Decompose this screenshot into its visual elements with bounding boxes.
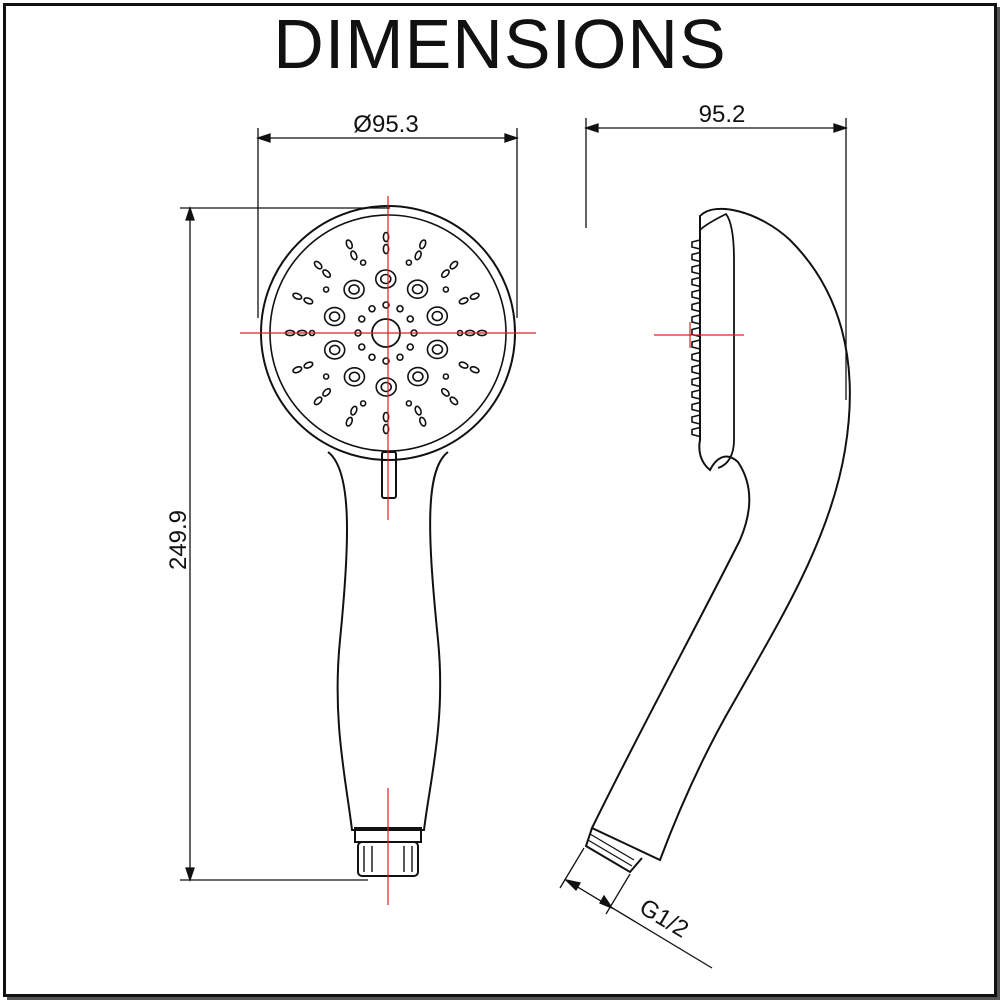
drawing-frame: [3, 3, 997, 997]
side-nozzle: [691, 264, 701, 275]
nozzle-pattern: [284, 231, 488, 435]
side-nozzle: [691, 314, 701, 325]
length-label: 249.9: [165, 510, 192, 570]
side-nozzle: [691, 364, 701, 375]
nozzle: [407, 366, 429, 387]
nozzle: [379, 273, 392, 285]
nozzle: [440, 269, 450, 279]
nozzle: [357, 343, 366, 351]
nozzle: [440, 387, 450, 397]
nozzle: [396, 304, 404, 313]
nozzle: [458, 297, 469, 305]
side-nozzle: [691, 289, 701, 300]
nozzle: [431, 344, 444, 355]
nozzle: [323, 340, 346, 360]
nozzle: [313, 396, 323, 406]
nozzle: [375, 377, 398, 397]
side-nozzle: [691, 276, 701, 288]
side-view: [584, 207, 851, 874]
nozzle: [345, 239, 354, 250]
nozzle: [442, 286, 450, 293]
side-nozzle: [691, 301, 701, 313]
nozzle: [412, 371, 424, 382]
nozzle: [382, 357, 390, 365]
side-nozzle: [691, 426, 701, 438]
depth-dimension: [583, 118, 849, 400]
nozzle: [442, 373, 450, 380]
nozzle: [406, 279, 429, 299]
nozzle: [350, 250, 358, 261]
nozzle: [313, 260, 323, 270]
side-silhouette: [590, 207, 851, 862]
side-thread: [584, 827, 643, 874]
nozzle: [322, 269, 332, 279]
nozzle: [414, 250, 422, 261]
nozzle: [469, 292, 480, 301]
side-nozzle: [691, 401, 701, 413]
nozzle: [343, 367, 366, 387]
nozzle: [405, 259, 413, 266]
nozzle: [343, 279, 365, 300]
nozzle: [406, 315, 415, 323]
nozzle: [418, 416, 427, 427]
nozzle: [350, 405, 358, 416]
nozzle: [431, 310, 444, 322]
thread-hatch: [587, 833, 635, 867]
page-title: DIMENSIONS: [273, 5, 727, 83]
nozzle: [359, 400, 367, 407]
diameter-label: Ø95.3: [353, 111, 418, 138]
nozzle: [396, 353, 404, 362]
nozzle: [348, 284, 360, 295]
nozzle: [418, 239, 427, 250]
nozzle: [292, 292, 303, 301]
nozzle: [374, 269, 397, 289]
nozzle: [359, 259, 367, 266]
side-nozzles: [691, 239, 701, 438]
depth-label: 95.2: [699, 101, 746, 128]
nozzle: [345, 416, 354, 427]
spray-face-edge: [699, 212, 735, 469]
thread-dimension: [559, 847, 713, 969]
side-nozzle: [691, 339, 701, 350]
front-centerlines: [240, 196, 536, 905]
nozzle: [426, 306, 449, 326]
side-nozzle: [691, 251, 701, 263]
nozzle: [368, 353, 376, 362]
nozzle: [328, 311, 341, 322]
nozzle: [382, 301, 390, 309]
nozzle: [303, 361, 314, 369]
side-nozzle: [691, 239, 701, 250]
nozzle: [426, 339, 449, 360]
nozzle: [303, 297, 314, 305]
mode-switch: [381, 451, 397, 499]
nozzle: [414, 405, 422, 416]
nozzle: [405, 400, 413, 407]
side-centerline: [654, 322, 744, 348]
nozzle: [469, 365, 480, 374]
nozzle: [449, 396, 459, 406]
nozzle: [458, 361, 469, 369]
side-nozzle: [691, 414, 701, 425]
nozzle: [292, 365, 303, 374]
nozzle: [322, 286, 330, 293]
side-nozzle: [691, 351, 701, 363]
side-nozzle: [691, 376, 701, 388]
nozzle: [348, 371, 361, 383]
nozzle: [328, 344, 341, 356]
nozzle: [411, 283, 424, 295]
nozzle: [357, 315, 366, 323]
nozzle: [449, 260, 459, 270]
nozzle: [380, 381, 393, 393]
length-dimension: [180, 205, 390, 883]
nozzle: [368, 304, 376, 313]
nozzle: [323, 306, 346, 327]
side-nozzle: [691, 389, 701, 400]
nozzle: [406, 343, 415, 351]
diameter-dimension: [255, 128, 520, 318]
nozzle: [322, 387, 332, 397]
thread-label: G1/2: [635, 894, 694, 944]
nozzle: [322, 373, 330, 380]
